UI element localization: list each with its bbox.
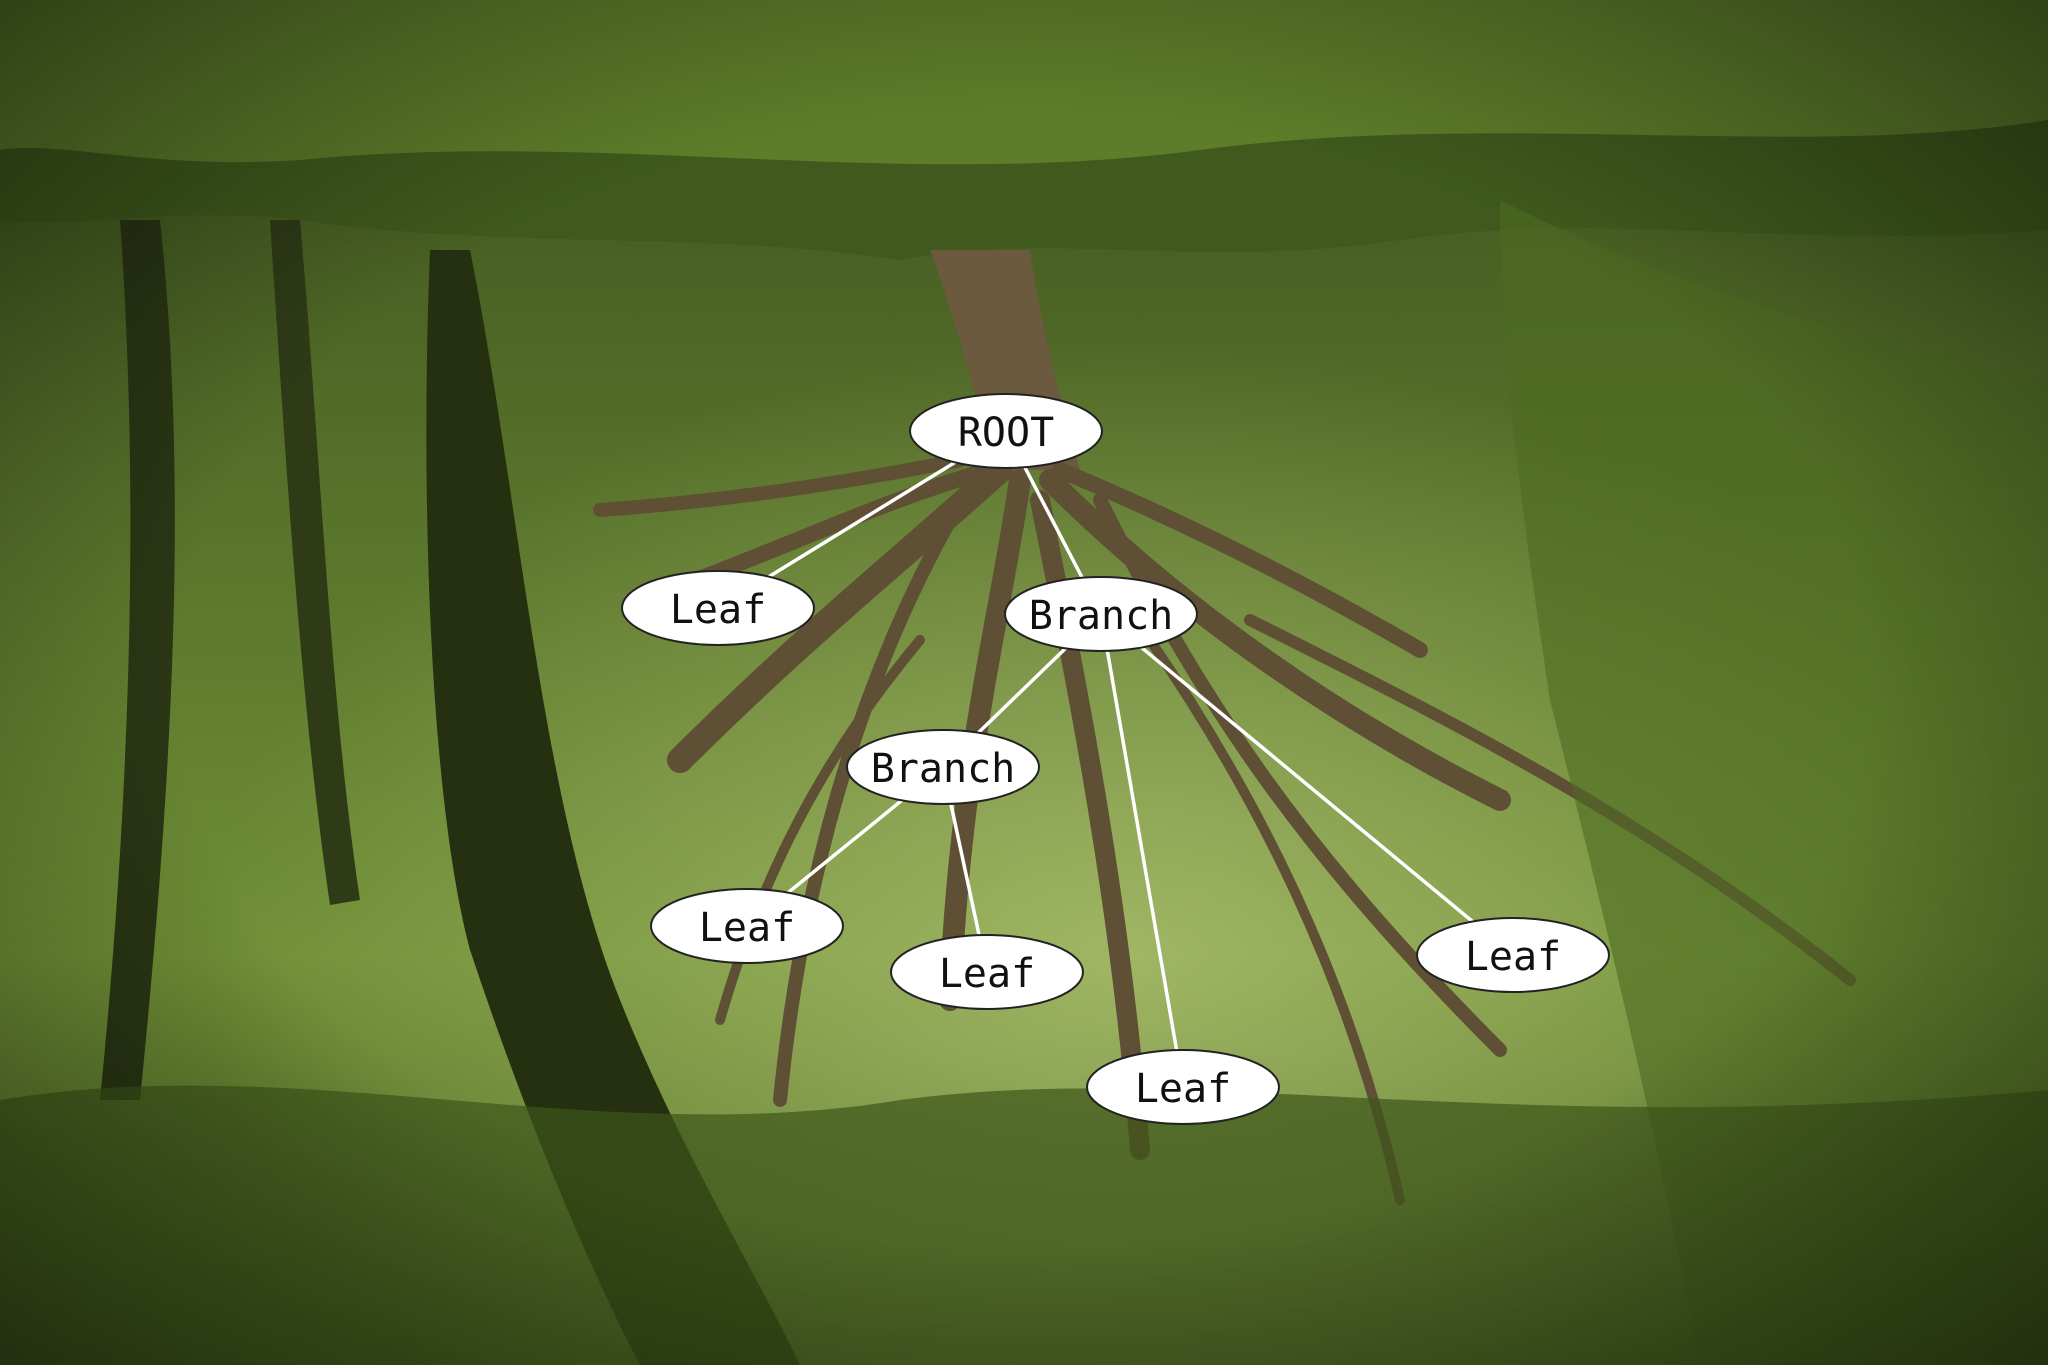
node-leaf-left: Leaf xyxy=(621,570,815,646)
node-ellipse xyxy=(890,934,1084,1010)
node-label: Leaf xyxy=(939,951,1035,997)
node-ellipse xyxy=(909,393,1103,469)
node-label: Leaf xyxy=(1135,1066,1231,1112)
node-leaf-d: Leaf xyxy=(1416,917,1610,993)
node-leaf-b: Leaf xyxy=(890,934,1084,1010)
node-label: ROOT xyxy=(958,410,1054,456)
node-ellipse xyxy=(650,888,844,964)
node-ellipse xyxy=(621,570,815,646)
node-branch-2: Branch xyxy=(846,729,1040,805)
node-label: Branch xyxy=(1029,593,1174,639)
node-ellipse xyxy=(1086,1049,1280,1125)
tree-edges xyxy=(717,429,1515,1088)
node-ellipse xyxy=(846,729,1040,805)
node-ellipse xyxy=(1416,917,1610,993)
node-ellipse xyxy=(1004,576,1198,652)
node-leaf-a: Leaf xyxy=(650,888,844,964)
node-label: Leaf xyxy=(699,905,795,951)
edge-branch-1-to-leaf-c xyxy=(1099,613,1185,1088)
node-branch-1: Branch xyxy=(1004,576,1198,652)
node-label: Leaf xyxy=(670,587,766,633)
edge-branch-1-to-leaf-d xyxy=(1099,612,1515,957)
node-root: ROOT xyxy=(909,393,1103,469)
node-label: Leaf xyxy=(1465,934,1561,980)
node-label: Branch xyxy=(871,746,1016,792)
node-leaf-c: Leaf xyxy=(1086,1049,1280,1125)
